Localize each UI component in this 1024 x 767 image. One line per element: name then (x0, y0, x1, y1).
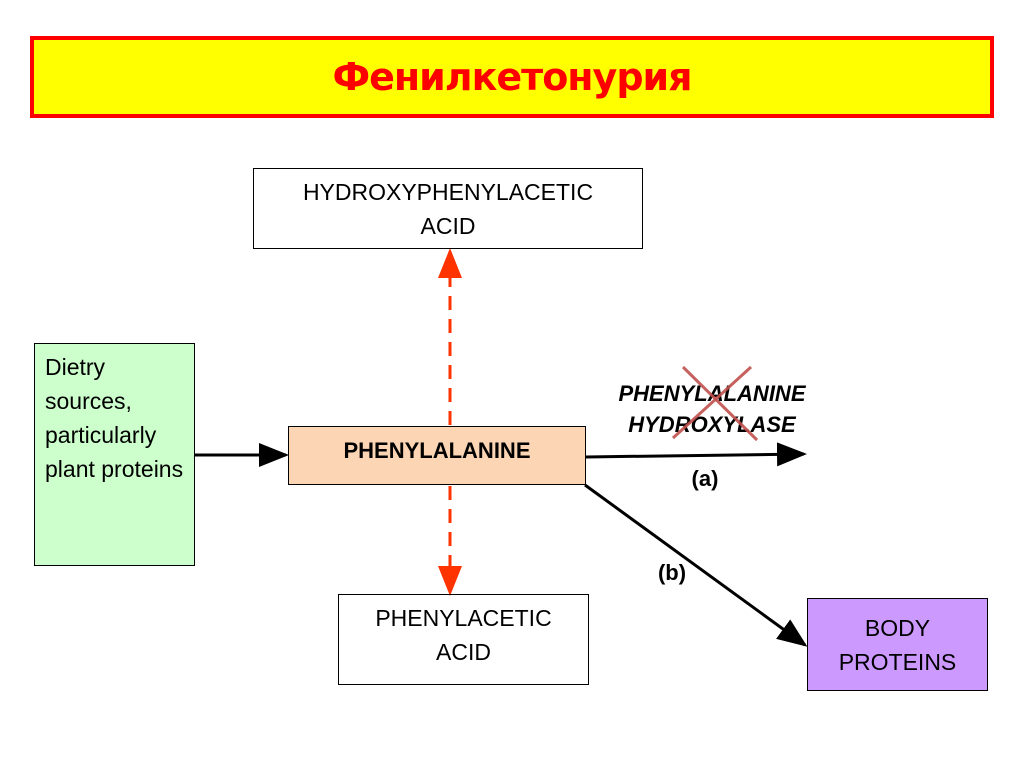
path-a-label: (a) (691, 466, 719, 491)
node-label: PROTEINS (838, 648, 957, 675)
hydroxyphenylacetic-acid-box: HYDROXYPHENYLACETIC ACID (253, 168, 643, 249)
node-label: ACID (436, 639, 491, 665)
arrow-path-a (585, 442, 807, 467)
arrow-path-b (584, 483, 808, 647)
node-label: BODY (864, 614, 931, 641)
node-label: ACID (420, 212, 476, 239)
node-label: PHENYLALANINE (343, 437, 531, 463)
node-label: Dietry sources, particularly plant prote… (45, 354, 184, 482)
body-proteins-box: BODY PROTEINS (807, 598, 988, 691)
phenylacetic-acid-box: PHENYLACETIC ACID (338, 594, 589, 685)
enzyme-name-line2: HYDROXYLASE (628, 412, 796, 437)
path-b-label: (b) (657, 560, 687, 585)
dietary-sources-box: Dietry sources, particularly plant prote… (34, 343, 195, 566)
page-title: Фенилкетонурия (30, 36, 994, 118)
node-label: PHENYLACETIC (375, 605, 552, 631)
node-label: HYDROXYPHENYLACETIC (302, 178, 594, 205)
phenylalanine-box: PHENYLALANINE (288, 426, 586, 485)
